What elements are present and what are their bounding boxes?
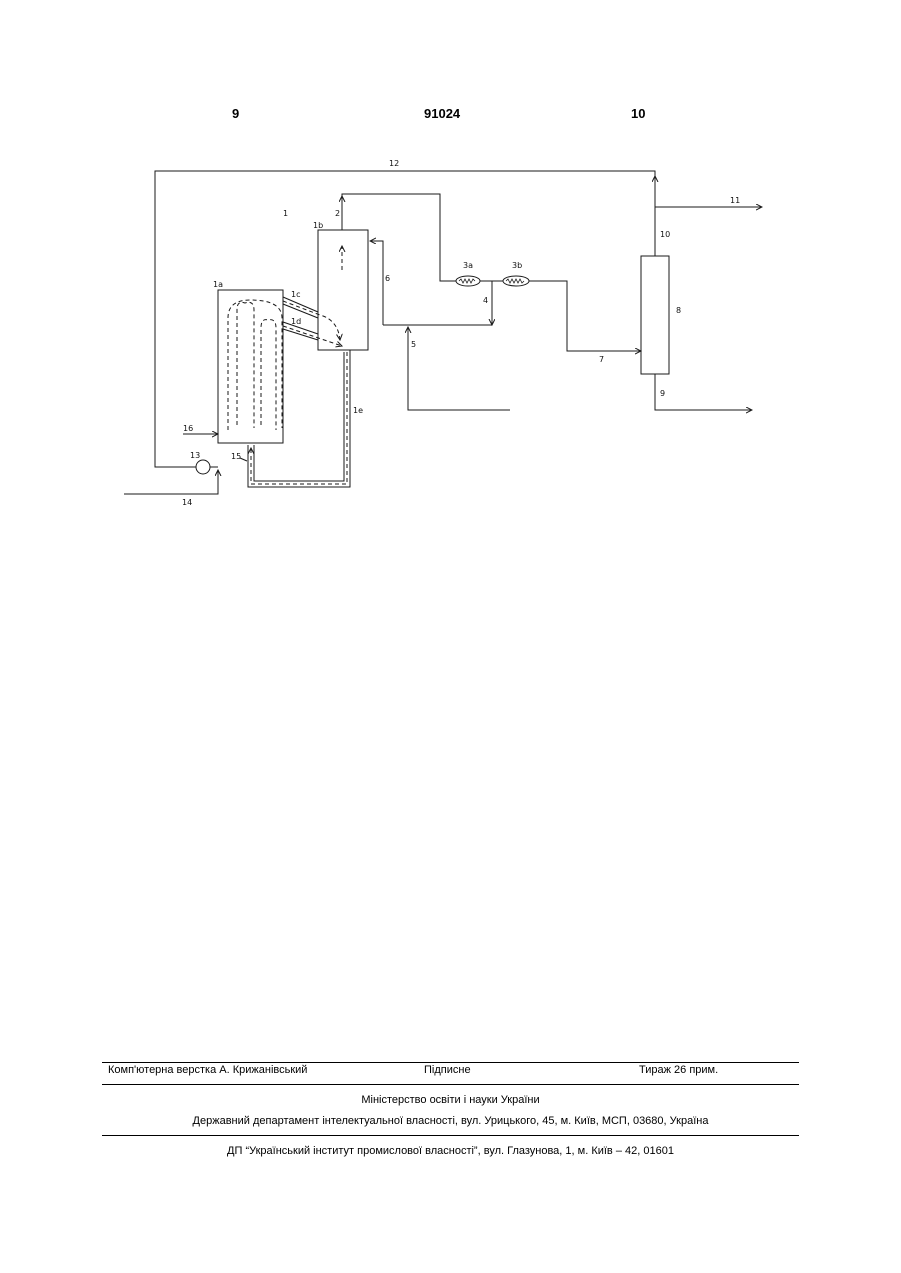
label-1a: 1a xyxy=(213,280,223,289)
label-3b: 3b xyxy=(512,261,522,270)
label-14: 14 xyxy=(182,498,192,507)
line-12-recycle xyxy=(155,171,655,467)
pipe-1c-b xyxy=(283,304,318,318)
footer-ministry: Міністерство освіти і науки України xyxy=(0,1094,901,1106)
flow-1d xyxy=(283,326,342,346)
line-6 xyxy=(370,241,383,325)
pipe-1c xyxy=(283,297,318,312)
footer-rule-middle xyxy=(102,1084,799,1085)
label-1c: 1c xyxy=(291,290,301,299)
column-8 xyxy=(641,256,669,374)
line-5-feed xyxy=(408,327,510,410)
exchanger-3b-coil xyxy=(506,279,524,283)
pipe-1e-inner xyxy=(254,352,344,481)
footer-signed: Підписне xyxy=(424,1064,471,1076)
footer-department: Державний департамент інтелектуальної вл… xyxy=(0,1115,901,1127)
process-flow-diagram: 12 1 2 1b 11 10 3a 3b 6 1a 4 1c 8 1d 5 7… xyxy=(0,0,901,560)
label-12: 12 xyxy=(389,159,399,168)
label-7: 7 xyxy=(599,355,604,364)
line-2 xyxy=(342,194,456,281)
footer-rule-bottom xyxy=(102,1135,799,1136)
label-3a: 3a xyxy=(463,261,473,270)
label-5: 5 xyxy=(411,340,416,349)
label-1e: 1e xyxy=(353,406,363,415)
label-9: 9 xyxy=(660,389,665,398)
exchanger-3a-coil xyxy=(459,279,475,283)
label-8: 8 xyxy=(676,306,681,315)
footer-circulation: Тираж 26 прим. xyxy=(639,1064,718,1076)
pipe-1e-outer xyxy=(248,350,350,487)
label-6: 6 xyxy=(385,274,390,283)
label-1d: 1d xyxy=(291,317,301,326)
footer-institute: ДП “Український інститут промислової вла… xyxy=(0,1145,901,1157)
line-9-bottoms xyxy=(655,374,752,410)
vessel-1b xyxy=(318,230,368,350)
label-2: 2 xyxy=(335,209,340,218)
label-1: 1 xyxy=(283,209,288,218)
exchanger-3b xyxy=(503,276,529,286)
label-1b: 1b xyxy=(313,221,323,230)
flow-1e xyxy=(251,352,347,484)
label-10: 10 xyxy=(660,230,670,239)
label-4: 4 xyxy=(483,296,488,305)
line-7 xyxy=(529,281,641,351)
flow-1a-return xyxy=(228,300,282,430)
label-16: 16 xyxy=(183,424,193,433)
pump-13 xyxy=(196,460,210,474)
label-15: 15 xyxy=(231,452,241,461)
pipe-1d-b xyxy=(283,329,318,340)
footer-rule-top xyxy=(102,1062,799,1063)
label-11: 11 xyxy=(730,196,740,205)
flow-1a-serpentine xyxy=(237,302,276,430)
label-13: 13 xyxy=(190,451,200,460)
footer-typesetting: Комп'ютерна верстка А. Крижанівський xyxy=(108,1064,307,1076)
